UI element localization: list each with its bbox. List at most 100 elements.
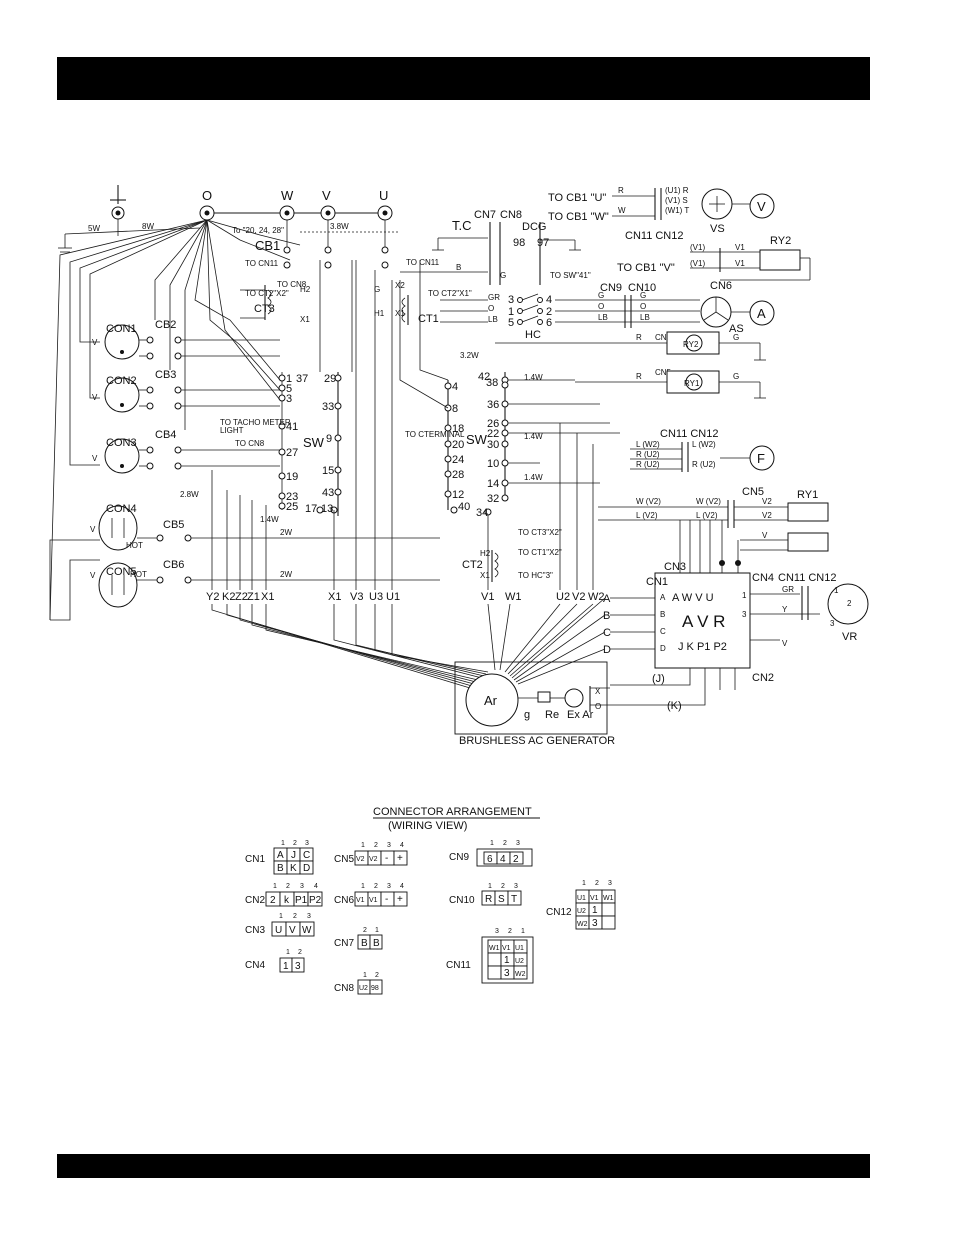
cn11-conn-label: CN11: [446, 960, 471, 971]
svg-text:LB: LB: [488, 315, 498, 324]
pin: 2: [595, 880, 599, 887]
sw-node-33: 33: [322, 401, 334, 413]
pin: 2: [501, 883, 505, 890]
wire-z1: Z1: [247, 591, 260, 603]
receptacles: CON1 V CON2 V CON3 V CON4 V HOT CON5 V H…: [49, 323, 147, 621]
svg-text:8W: 8W: [142, 222, 154, 231]
cell: R: [485, 894, 492, 905]
svg-text:V2: V2: [762, 497, 772, 506]
svg-text:R: R: [636, 333, 642, 342]
cell: V1: [369, 897, 378, 904]
pin: 4: [314, 883, 318, 890]
pin: 2: [503, 840, 507, 847]
svg-text:W: W: [618, 206, 626, 215]
wire-v3: V3: [350, 591, 363, 603]
rterm-32: 32: [487, 493, 499, 505]
cn10-connector: CN10 1 2 3 R S T: [449, 883, 522, 906]
wire-k2: K2: [222, 591, 235, 603]
svg-text:5: 5: [508, 317, 514, 329]
con3-label: CON3: [106, 437, 137, 449]
svg-text:1: 1: [508, 306, 514, 318]
cn1-connector: CN1 1 2 3 A J C B K D: [245, 840, 314, 875]
svg-text:1: 1: [834, 586, 839, 595]
svg-text:V: V: [90, 525, 96, 534]
rsw-node-18: 18: [452, 423, 464, 435]
left-term-41: 41: [286, 421, 298, 433]
ry1-block: CN5 RY1 W (V2) L (V2) W (V2) L (V2) V2 V…: [598, 486, 829, 552]
ammeter-label: A: [757, 306, 766, 321]
pin: 2: [375, 972, 379, 979]
avr-label: A V R: [682, 612, 725, 631]
svg-text:LB: LB: [598, 313, 608, 322]
cell: W2: [515, 971, 526, 978]
v2-label-0: W (V2): [636, 497, 661, 506]
rsw-node-40: 40: [458, 501, 470, 513]
svg-text:X1: X1: [480, 571, 490, 580]
pin: 1: [375, 927, 379, 934]
wire-z2: Z2: [235, 591, 248, 603]
ground-bus: 5W 8W: [58, 219, 201, 253]
frequency-meter: [749, 445, 775, 471]
cn6-label: CN6: [710, 280, 732, 292]
con4-receptacle: [98, 505, 138, 551]
output-terminals: O W V U To "20, 24, 28": [110, 185, 393, 235]
cn4-label: CN4: [752, 572, 774, 584]
svg-text:V: V: [762, 531, 768, 540]
svg-text:R (U2): R (U2): [636, 460, 660, 469]
pin: 2: [374, 842, 378, 849]
left-term-25: 25: [286, 501, 298, 513]
svg-text:G: G: [374, 285, 380, 294]
exciter: [564, 688, 584, 708]
ct1-label: CT1: [418, 313, 439, 325]
svg-text:TO CTERMINAL: TO CTERMINAL: [405, 430, 465, 439]
vs-block: TO CB1 "U" TO CB1 "W" R W (U1) R (V1) S …: [548, 186, 775, 242]
wire-u1: U1: [386, 591, 400, 603]
cn8-label: CN8: [500, 209, 522, 221]
pin: 3: [516, 840, 520, 847]
v2-label-3: L (V2): [696, 511, 718, 520]
voltmeter-label: V: [757, 199, 766, 214]
ct3-transformer: CT3 TO CT2"X2" H2 X1 TO CN8: [240, 280, 311, 324]
rterm-38: 38: [486, 377, 498, 389]
cn9-conn-label: CN9: [449, 852, 469, 863]
cell: -: [385, 853, 388, 864]
cn9-connector: CN9 1 2 3 6 4 2: [449, 840, 533, 867]
vs-label: VS: [710, 223, 725, 235]
relay-nodes: CN6 RY2 R G CN5 RY1 R G: [495, 331, 766, 399]
pin: 3: [305, 840, 309, 847]
con1-receptacle: [104, 324, 140, 360]
pin: 1: [279, 913, 283, 920]
ry1-label: RY1: [797, 489, 818, 501]
svg-text:O: O: [595, 702, 601, 711]
sw-node-17: 17: [305, 503, 317, 515]
cell: 6: [487, 854, 493, 865]
line-d-label: D: [603, 644, 611, 656]
pin: 1: [361, 883, 365, 890]
pin: 1: [286, 949, 290, 956]
pin: 4: [400, 883, 404, 890]
pin: 3: [387, 883, 391, 890]
svg-text:R: R: [618, 186, 624, 195]
cb6-label: CB6: [163, 559, 184, 571]
cn12-connector: CN12 1 2 3 U1 V1 W1 U2 1 W2 3: [546, 880, 616, 930]
vr-label: VR: [842, 631, 857, 643]
rsw-node-8: 8: [452, 403, 458, 415]
pin: 2: [298, 949, 302, 956]
cell: W1: [603, 895, 614, 902]
f-meter-block: CN11 CN12 L (W2) R (U2) R (U2) L (W2) R …: [630, 428, 775, 472]
cell: +: [397, 894, 403, 905]
cn12-conn-label: CN12: [546, 907, 572, 918]
svg-text:6: 6: [546, 317, 552, 329]
cn9-label: CN9: [600, 282, 622, 294]
cell: A: [277, 850, 284, 861]
sw-node-9: 9: [326, 433, 332, 445]
avr-block: A V R A W V U J K P1 P2 CN3 CN1 CN4 CN11…: [603, 520, 869, 712]
n97-label: 97: [537, 237, 549, 249]
svg-text:V2: V2: [762, 511, 772, 520]
dcg-label: DCG: [522, 221, 546, 233]
svg-text:4: 4: [546, 294, 552, 306]
cell: W: [302, 925, 312, 936]
cn6-connector: CN6 1 2 3 4 V1 V1 - +: [334, 883, 408, 907]
svg-text:2.8W: 2.8W: [180, 490, 199, 499]
svg-text:3: 3: [742, 610, 747, 619]
